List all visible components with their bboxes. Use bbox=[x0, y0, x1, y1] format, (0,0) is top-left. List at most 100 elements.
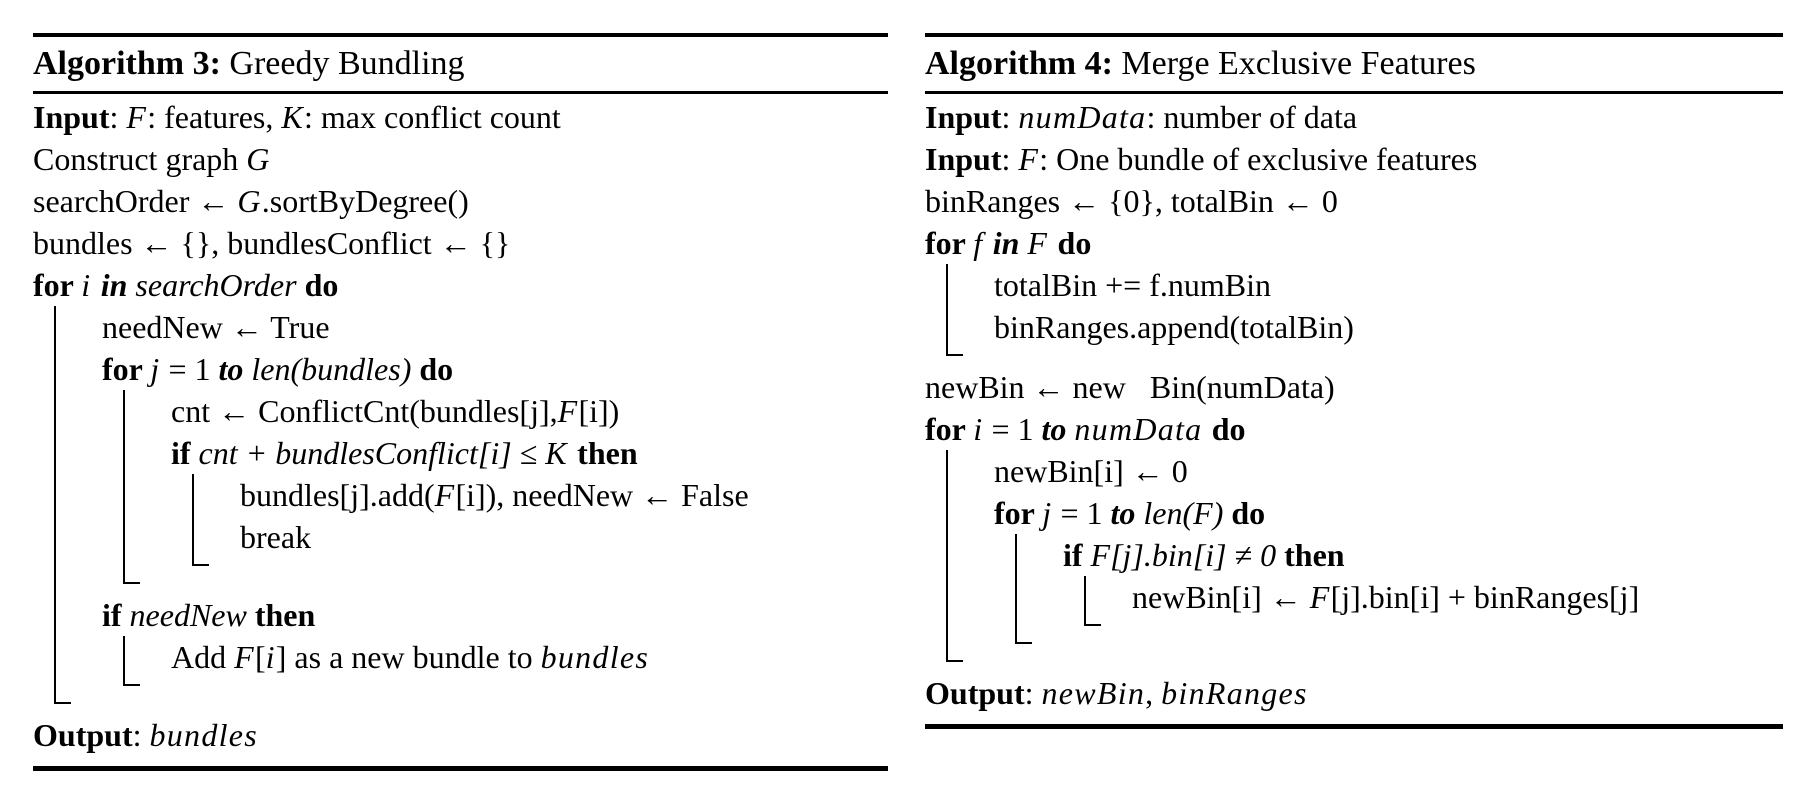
code-segment: [i]) bbox=[578, 393, 620, 429]
code-segment: ≤ bbox=[519, 435, 546, 471]
code-segment: i bbox=[265, 639, 276, 675]
code-segment: Input bbox=[925, 99, 1002, 135]
pseudocode-line: totalBin += f.numBin bbox=[994, 264, 1783, 306]
pseudocode-line: for f in F do bbox=[925, 222, 1783, 264]
code-segment: Input bbox=[33, 99, 110, 135]
code-segment: F bbox=[1018, 141, 1040, 177]
code-segment: Input bbox=[925, 141, 1002, 177]
code-segment: = 1 bbox=[983, 411, 1042, 447]
code-segment: Construct graph bbox=[33, 141, 247, 177]
code-segment: numData bbox=[1074, 411, 1212, 447]
code-segment: break bbox=[240, 519, 312, 555]
code-segment: bundles ← {}, bundlesConflict ← {} bbox=[33, 225, 511, 261]
code-segment: .sortByDegree() bbox=[261, 183, 469, 219]
pseudocode-line: for i = 1 to numData do bbox=[925, 408, 1783, 450]
code-segment: then bbox=[1284, 537, 1345, 573]
algorithm-label: Algorithm 3: bbox=[33, 45, 221, 82]
code-segment: do bbox=[1231, 495, 1266, 531]
code-segment: G bbox=[246, 141, 271, 177]
pseudocode-line: searchOrder ← G.sortByDegree() bbox=[33, 180, 888, 222]
pseudocode-line: binRanges.append(totalBin) bbox=[994, 306, 1783, 348]
algorithm-4-box: Algorithm 4: Merge Exclusive Features In… bbox=[925, 33, 1783, 729]
code-segment: F bbox=[1027, 225, 1058, 261]
code-segment: if bbox=[1063, 537, 1091, 573]
pseudocode-line: newBin ← new Bin(numData) bbox=[925, 366, 1783, 408]
code-segment: : number of data bbox=[1146, 99, 1358, 135]
code-segment: to bbox=[218, 351, 252, 387]
code-segment: F bbox=[126, 99, 148, 135]
code-segment: bundles[j].add( bbox=[240, 477, 435, 513]
pseudocode-line: if cnt + bundlesConflict[i] ≤ K then bbox=[171, 432, 888, 474]
code-segment: [i]), needNew ← False bbox=[455, 477, 749, 513]
code-segment: for bbox=[925, 225, 974, 261]
pseudocode-line: for j = 1 to len(F) do bbox=[994, 492, 1783, 534]
code-segment: : features, bbox=[147, 99, 282, 135]
pseudocode-line: bundles[j].add(F[i]), needNew ← False bbox=[240, 474, 888, 516]
pseudocode-line: Add F[i] as a new bundle to bundles bbox=[171, 636, 888, 678]
pseudocode-line: binRanges ← {0}, totalBin ← 0 bbox=[925, 180, 1783, 222]
pseudocode-line: Input: F: One bundle of exclusive featur… bbox=[925, 138, 1783, 180]
code-segment: cnt + bundlesConflict[i] bbox=[198, 435, 520, 471]
pseudocode-line: needNew ← True bbox=[102, 306, 888, 348]
code-segment: newBin[i] ← 0 bbox=[994, 453, 1188, 489]
code-segment: j bbox=[1042, 495, 1053, 531]
code-segment: Output bbox=[925, 675, 1025, 711]
code-segment: newBin[i] ← bbox=[1132, 579, 1310, 615]
code-segment: : bbox=[109, 99, 127, 135]
pseudocode-line: Input: F: features, K: max conflict coun… bbox=[33, 96, 888, 138]
pseudocode-line: Input: numData: number of data bbox=[925, 96, 1783, 138]
code-segment: K bbox=[545, 435, 578, 471]
code-segment: i bbox=[973, 411, 984, 447]
code-segment: F bbox=[434, 477, 456, 513]
algorithm-title: Merge Exclusive Features bbox=[1112, 45, 1476, 82]
code-segment: newBin ← new Bin(numData) bbox=[925, 369, 1335, 405]
code-segment: for bbox=[102, 351, 151, 387]
code-segment: = 1 bbox=[1052, 495, 1111, 531]
code-segment: then bbox=[577, 435, 638, 471]
code-segment: , bbox=[1145, 675, 1162, 711]
code-segment: binRanges ← {0}, totalBin ← 0 bbox=[925, 183, 1338, 219]
algorithm-3-box: Algorithm 3: Greedy Bundling Input: F: f… bbox=[33, 33, 888, 771]
code-segment: [ bbox=[254, 639, 266, 675]
code-segment: newBin bbox=[1041, 675, 1146, 711]
code-segment: K bbox=[281, 99, 304, 135]
code-segment: i bbox=[81, 267, 101, 303]
rule-top bbox=[925, 33, 1783, 37]
code-segment: F[j].bin[i] bbox=[1090, 537, 1235, 573]
indent-block: cnt ← ConflictCnt(bundles[j],F[i])if cnt… bbox=[123, 390, 888, 584]
code-segment: searchOrder bbox=[135, 267, 305, 303]
code-segment: 0 bbox=[1260, 537, 1285, 573]
pseudocode-line: if F[j].bin[i] ≠ 0 then bbox=[1063, 534, 1783, 576]
code-segment: : bbox=[132, 717, 150, 753]
algorithm-label: Algorithm 4: bbox=[925, 45, 1113, 82]
rule-caption bbox=[925, 91, 1783, 94]
code-segment: : bbox=[1001, 99, 1019, 135]
code-segment: totalBin += f.numBin bbox=[994, 267, 1271, 303]
pseudocode-line: for i in searchOrder do bbox=[33, 264, 888, 306]
code-segment: for bbox=[925, 411, 974, 447]
rule-bottom bbox=[925, 724, 1783, 729]
code-segment: in bbox=[992, 225, 1028, 261]
rule-caption bbox=[33, 91, 888, 94]
code-segment: if bbox=[102, 597, 130, 633]
code-segment: F bbox=[557, 393, 579, 429]
pseudocode-line: for j = 1 to len(bundles) do bbox=[102, 348, 888, 390]
code-segment: [j].bin[i] + binRanges[j] bbox=[1330, 579, 1640, 615]
code-segment: do bbox=[419, 351, 454, 387]
code-segment: len(bundles) bbox=[251, 351, 420, 387]
code-segment: G bbox=[237, 183, 262, 219]
code-segment: to bbox=[1110, 495, 1144, 531]
code-segment: to bbox=[1041, 411, 1075, 447]
code-segment: for bbox=[994, 495, 1043, 531]
code-segment: binRanges bbox=[1161, 675, 1308, 711]
pseudocode-line: bundles ← {}, bundlesConflict ← {} bbox=[33, 222, 888, 264]
rule-top bbox=[33, 33, 888, 37]
code-segment: ] as a new bundle to bbox=[275, 639, 541, 675]
pseudocode-line: newBin[i] ← F[j].bin[i] + binRanges[j] bbox=[1132, 576, 1783, 618]
code-segment: ≠ bbox=[1234, 537, 1261, 573]
code-segment: len(F) bbox=[1143, 495, 1232, 531]
